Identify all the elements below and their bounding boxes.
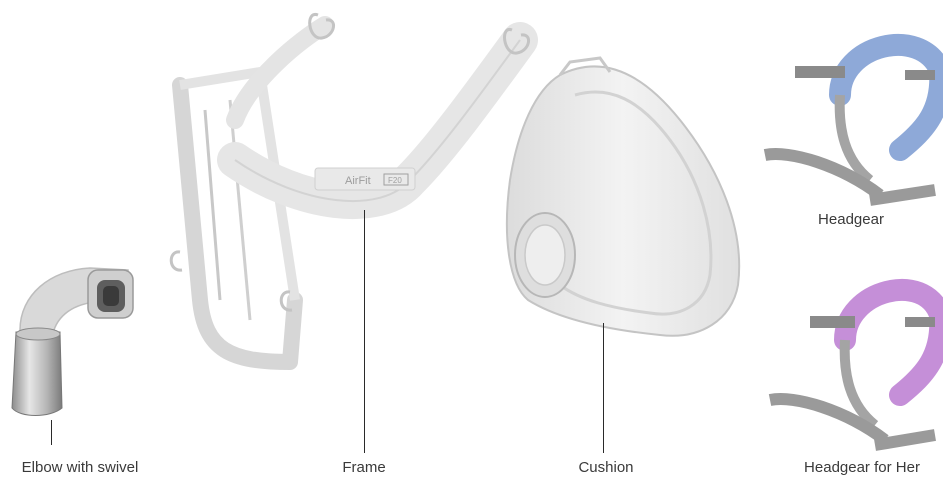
cushion-leader-line bbox=[603, 323, 604, 453]
headgear-label: Headgear bbox=[818, 211, 884, 228]
svg-text:F20: F20 bbox=[388, 176, 402, 185]
frame-brand-text: AirFit bbox=[345, 175, 371, 187]
cushion-label: Cushion bbox=[578, 459, 633, 476]
headgear-her-label: Headgear for Her bbox=[804, 459, 920, 476]
frame-label: Frame bbox=[342, 459, 385, 476]
headgear-part bbox=[765, 45, 940, 200]
elbow-swivel-part bbox=[12, 268, 133, 416]
frame-leader-line bbox=[364, 210, 365, 453]
mask-frame-part: AirFit F20 bbox=[171, 14, 528, 362]
headgear-her-part bbox=[770, 290, 940, 445]
elbow-label: Elbow with swivel bbox=[22, 459, 139, 476]
elbow-leader-line bbox=[51, 420, 52, 445]
mask-cushion-part bbox=[507, 58, 739, 336]
